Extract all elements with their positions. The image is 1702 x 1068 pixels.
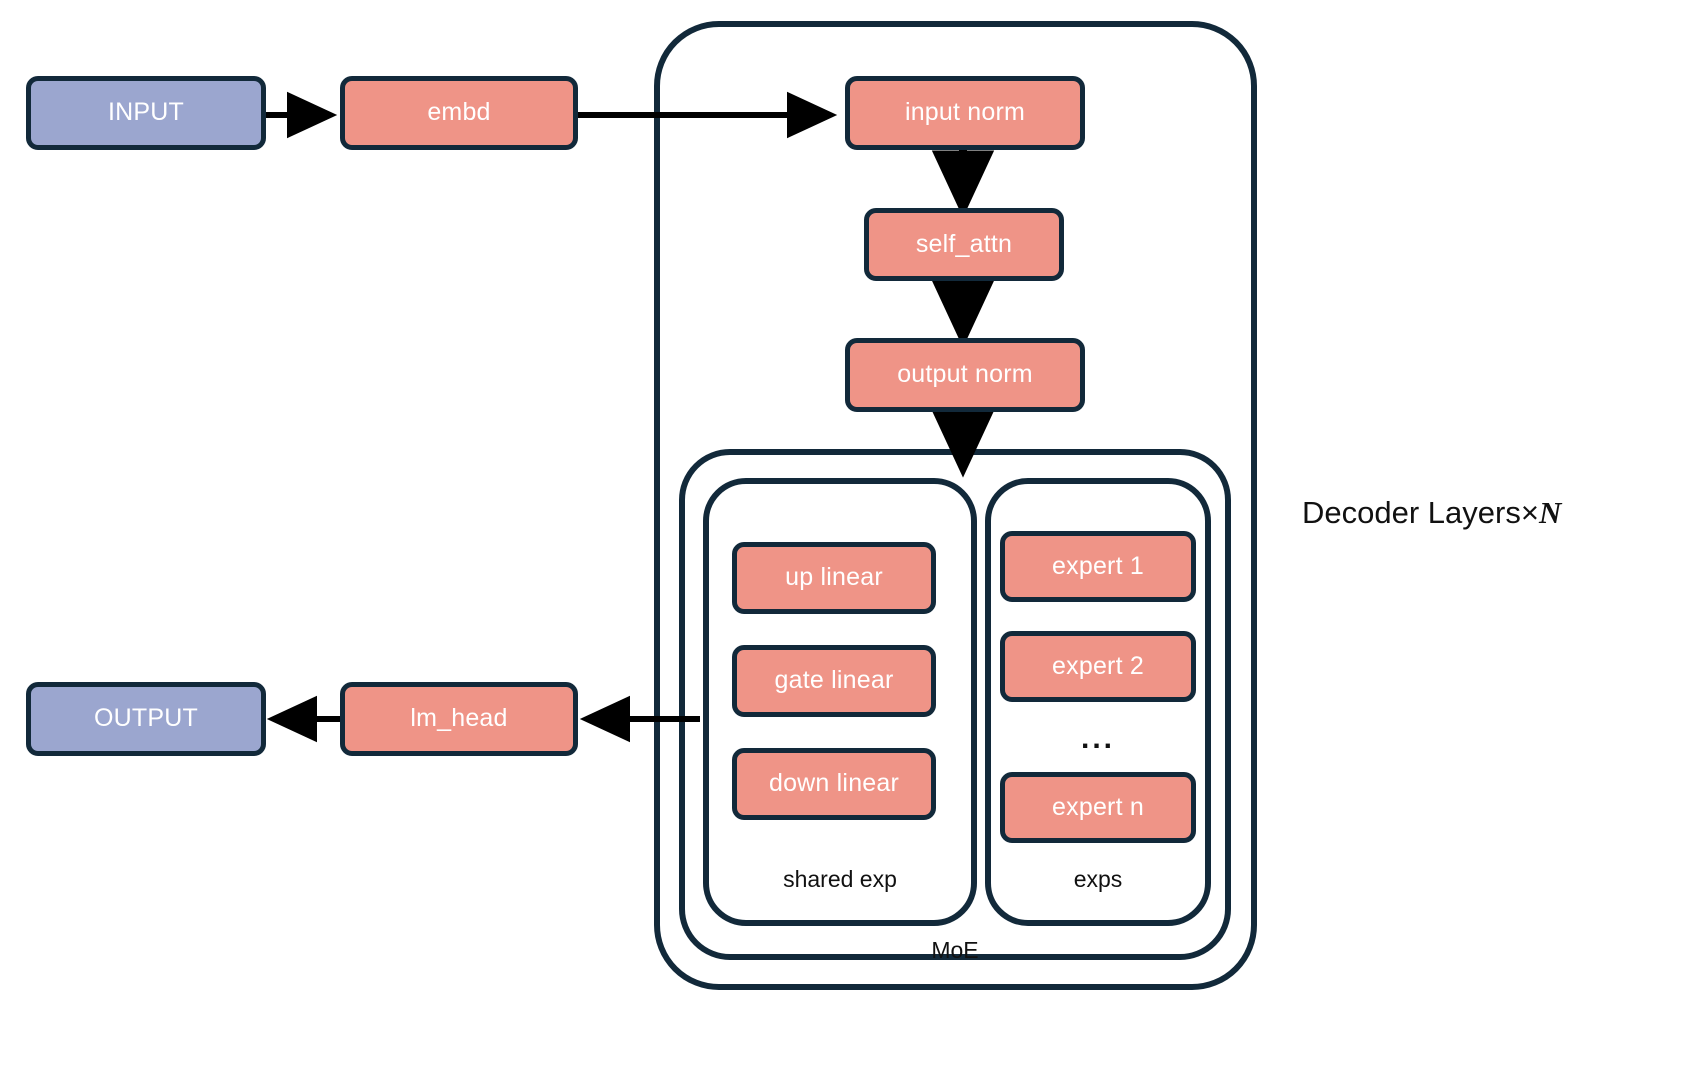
- node-embd-label: embd: [427, 98, 491, 127]
- label-exps: exps: [1073, 866, 1123, 892]
- label-moe: MoE: [931, 937, 979, 963]
- label-shared-exp: shared exp: [783, 866, 897, 892]
- expert-ellipsis: ...: [1080, 722, 1115, 755]
- node-up-linear[interactable]: up linear: [732, 542, 936, 614]
- node-self-attn[interactable]: self_attn: [864, 208, 1064, 281]
- node-down-linear[interactable]: down linear: [732, 748, 936, 820]
- node-input-norm-label: input norm: [904, 98, 1026, 127]
- node-expert-n[interactable]: expert n: [1000, 772, 1196, 843]
- node-output-norm[interactable]: output norm: [845, 338, 1085, 412]
- node-output-norm-label: output norm: [897, 360, 1033, 389]
- node-expert-1-label: expert 1: [1052, 551, 1144, 580]
- node-embd[interactable]: embd: [340, 76, 578, 150]
- node-self-attn-label: self_attn: [915, 229, 1013, 258]
- node-down-linear-label: down linear: [768, 769, 900, 798]
- node-output-label: OUTPUT: [94, 704, 198, 733]
- decoder-layers-prefix: Decoder Layers×: [1302, 495, 1539, 530]
- node-expert-1[interactable]: expert 1: [1000, 531, 1196, 602]
- decoder-layers-count: N: [1538, 495, 1562, 530]
- node-input-label: INPUT: [108, 98, 184, 127]
- node-lm-head-label: lm_head: [410, 704, 508, 733]
- node-lm-head[interactable]: lm_head: [340, 682, 578, 756]
- node-expert-n-label: expert n: [1052, 792, 1144, 821]
- label-decoder-layers: Decoder Layers×N: [1302, 495, 1561, 531]
- node-expert-2[interactable]: expert 2: [1000, 631, 1196, 702]
- node-input[interactable]: INPUT: [26, 76, 266, 150]
- node-input-norm[interactable]: input norm: [845, 76, 1085, 150]
- node-gate-linear[interactable]: gate linear: [732, 645, 936, 717]
- node-up-linear-label: up linear: [785, 563, 883, 592]
- node-expert-2-label: expert 2: [1052, 651, 1144, 680]
- node-output[interactable]: OUTPUT: [26, 682, 266, 756]
- node-gate-linear-label: gate linear: [774, 666, 894, 695]
